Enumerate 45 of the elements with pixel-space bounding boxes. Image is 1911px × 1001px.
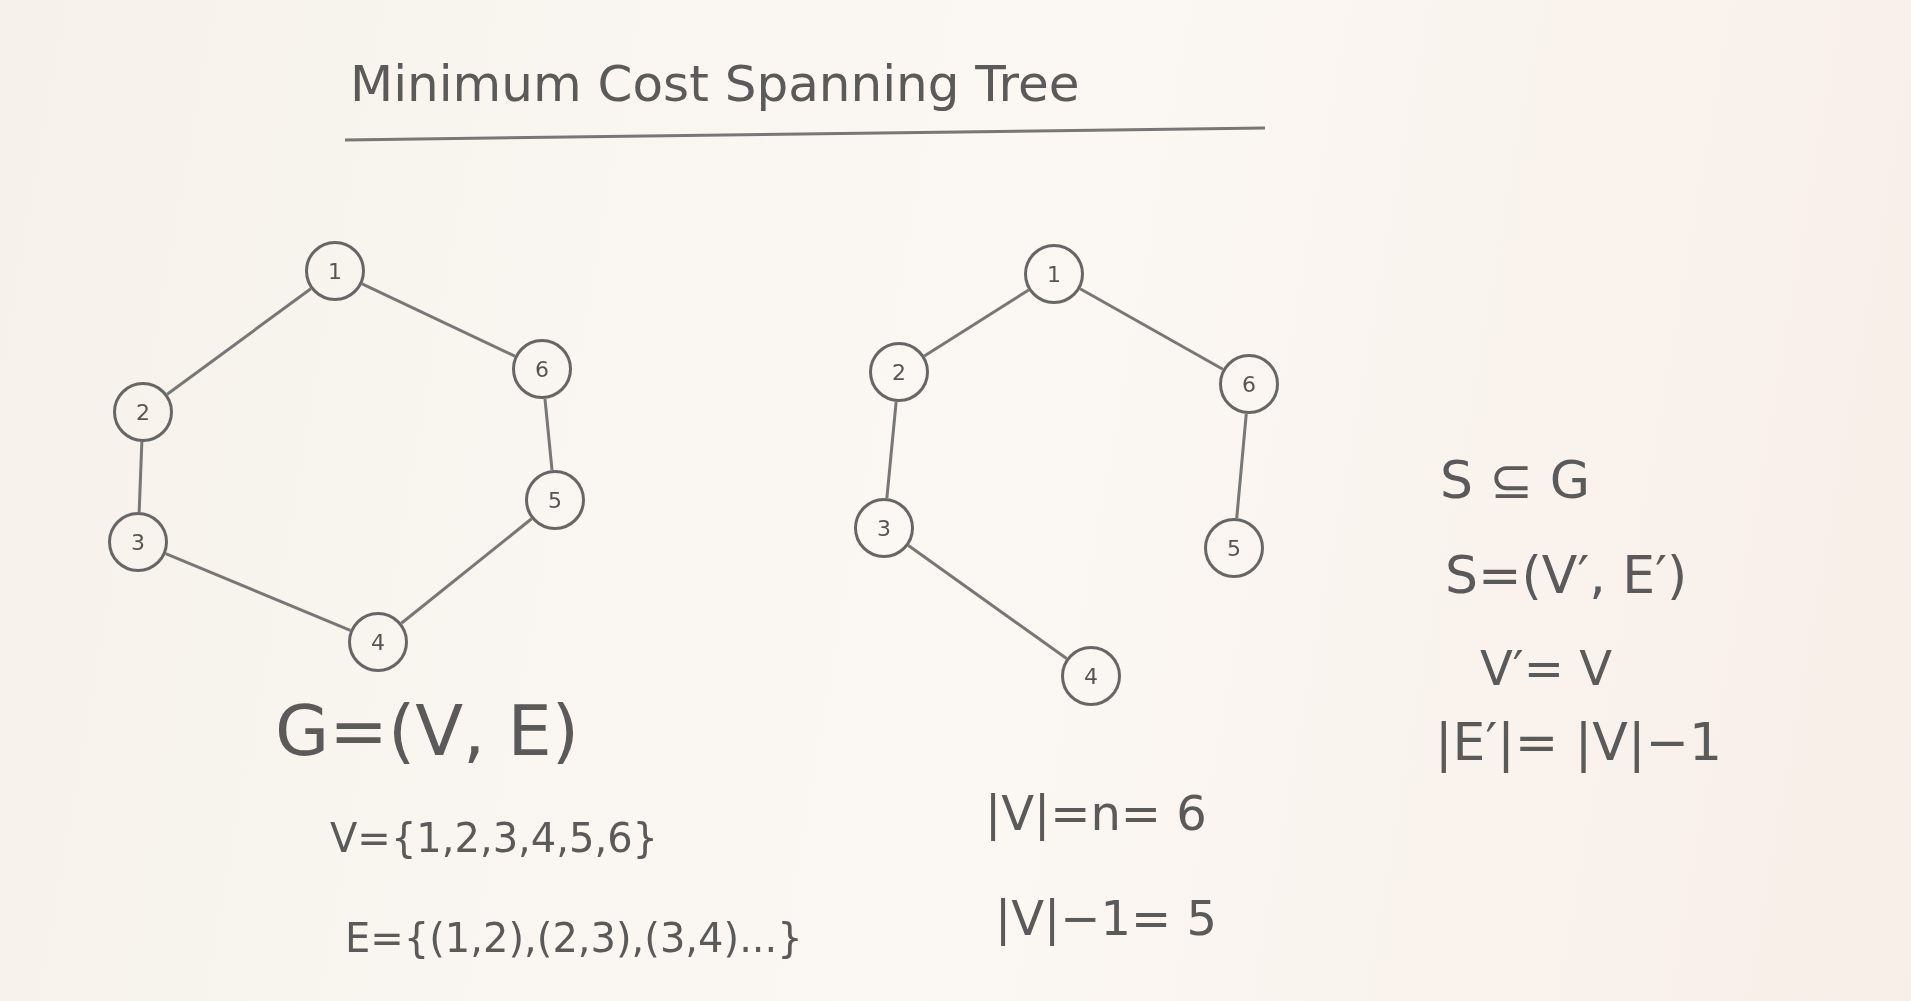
- vertex-number: 6: [535, 356, 549, 382]
- math-note: |E′|= |V|−1: [1435, 712, 1723, 772]
- graph-vertex: [348, 612, 408, 672]
- graph-vertex: [1061, 646, 1121, 706]
- graph-vertex: [854, 498, 914, 558]
- vertex-number: 6: [1242, 371, 1256, 397]
- graph-vertex: [525, 470, 585, 530]
- math-note: |V|=n= 6: [985, 785, 1207, 841]
- graph-edge: [907, 544, 1068, 660]
- graph-edge: [361, 282, 516, 358]
- vertex-number: 3: [877, 515, 891, 541]
- math-note: G=(V, E): [275, 690, 580, 772]
- graph-edge: [400, 517, 533, 625]
- graph-vertex: [1204, 518, 1264, 578]
- graph-edge: [923, 288, 1030, 358]
- graph-vertex: [1024, 244, 1084, 304]
- math-note: S ⊆ G: [1440, 450, 1590, 510]
- math-note: E={(1,2),(2,3),(3,4)...}: [345, 915, 803, 961]
- graph-vertex: [869, 342, 929, 402]
- graph-vertex: [512, 339, 572, 399]
- vertex-number: 4: [371, 629, 385, 655]
- vertex-number: 5: [548, 487, 562, 513]
- vertex-number: 5: [1227, 535, 1241, 561]
- math-note: V′= V: [1480, 640, 1613, 696]
- math-note: |V|−1= 5: [995, 890, 1217, 946]
- vertex-number: 1: [328, 258, 342, 284]
- vertex-number: 2: [892, 359, 906, 385]
- graph-edge: [543, 398, 554, 471]
- vertex-number: 4: [1084, 663, 1098, 689]
- graph-edge: [885, 401, 898, 499]
- math-note: V={1,2,3,4,5,6}: [330, 815, 659, 861]
- vertex-number: 2: [136, 399, 150, 425]
- graph-edge: [166, 287, 312, 396]
- graph-vertex: [108, 512, 168, 572]
- vertex-number: 3: [131, 529, 145, 555]
- graph-edge: [1235, 413, 1248, 519]
- graph-edge: [137, 441, 144, 513]
- vertex-number: 1: [1047, 261, 1061, 287]
- graph-vertex: [113, 382, 173, 442]
- graph-vertex: [305, 241, 365, 301]
- title: Minimum Cost Spanning Tree: [350, 55, 1080, 113]
- math-note: S=(V′, E′): [1445, 545, 1688, 605]
- graph-vertex: [1219, 354, 1279, 414]
- graph-edge: [165, 552, 351, 632]
- graph-edge: [1079, 287, 1224, 371]
